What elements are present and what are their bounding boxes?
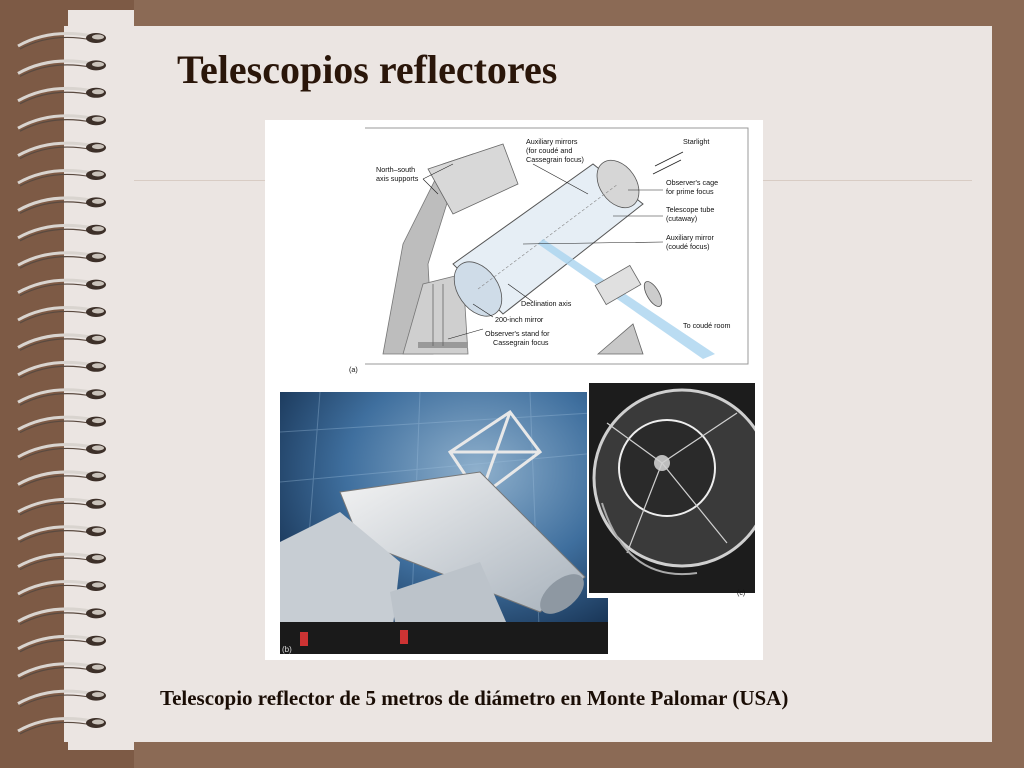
binding-ring bbox=[17, 114, 106, 132]
mirror-cell-photo: (c) bbox=[587, 383, 755, 598]
label-mirror: 200-inch mirror bbox=[495, 315, 544, 324]
label-aux-coude-2: (coudé focus) bbox=[666, 242, 710, 251]
binding-ring bbox=[17, 662, 106, 680]
binding-ring bbox=[17, 470, 106, 488]
binding-ring bbox=[17, 306, 106, 324]
label-cage-1: Observer's cage bbox=[666, 178, 718, 187]
binding-ring bbox=[17, 580, 106, 598]
binding-ring bbox=[17, 388, 106, 406]
panel-b-label: (b) bbox=[282, 645, 292, 654]
binding-ring bbox=[17, 497, 106, 516]
binding-ring bbox=[17, 443, 106, 461]
label-starlight: Starlight bbox=[683, 137, 709, 146]
label-aux-coude-1: Auxiliary mirror bbox=[666, 233, 715, 242]
label-tube-1: Telescope tube bbox=[666, 205, 714, 214]
label-cage-2: for prime focus bbox=[666, 187, 714, 196]
binding-ring bbox=[17, 634, 106, 653]
binding-ring bbox=[17, 32, 106, 50]
binding-ring bbox=[17, 552, 106, 571]
binding-ring bbox=[17, 717, 106, 735]
spiral-binding-rings bbox=[17, 32, 106, 735]
label-declination: Declination axis bbox=[521, 299, 572, 308]
binding-ring bbox=[17, 360, 106, 379]
binding-ring bbox=[17, 196, 106, 214]
label-aux-mirrors-3: Cassegrain focus) bbox=[526, 155, 584, 164]
panel-c-label: (c) bbox=[737, 590, 745, 597]
binding-ring bbox=[17, 689, 106, 708]
binding-ring bbox=[17, 141, 106, 160]
label-stand-2: Cassegrain focus bbox=[493, 338, 549, 347]
binding-ring bbox=[17, 169, 106, 187]
binding-ring bbox=[17, 278, 106, 297]
telescope-figure: Auxiliary mirrors (for coudé and Cassegr… bbox=[265, 120, 763, 660]
binding-ring bbox=[17, 223, 106, 242]
label-aux-mirrors-1: Auxiliary mirrors bbox=[526, 137, 578, 146]
binding-ring bbox=[17, 525, 106, 543]
telescope-dome-photo: (b) bbox=[280, 392, 608, 654]
label-coude-room: To coudé room bbox=[683, 321, 731, 330]
label-axis-2: axis supports bbox=[376, 174, 419, 183]
binding-ring bbox=[17, 59, 106, 77]
panel-a-label: (a) bbox=[349, 365, 358, 374]
label-axis-1: North–south bbox=[376, 165, 415, 174]
label-tube-2: (cutaway) bbox=[666, 214, 697, 223]
binding-ring bbox=[17, 607, 106, 625]
label-stand-1: Observer's stand for bbox=[485, 329, 550, 338]
binding-ring bbox=[17, 86, 106, 105]
telescope-diagram: Auxiliary mirrors (for coudé and Cassegr… bbox=[343, 124, 753, 374]
binding-ring bbox=[17, 333, 106, 351]
binding-ring bbox=[17, 251, 106, 269]
figure-caption: Telescopio reflector de 5 metros de diám… bbox=[160, 686, 789, 710]
label-aux-mirrors-2: (for coudé and bbox=[526, 146, 572, 155]
binding-ring bbox=[17, 415, 106, 434]
slide-title: Telescopios reflectores bbox=[177, 47, 558, 92]
